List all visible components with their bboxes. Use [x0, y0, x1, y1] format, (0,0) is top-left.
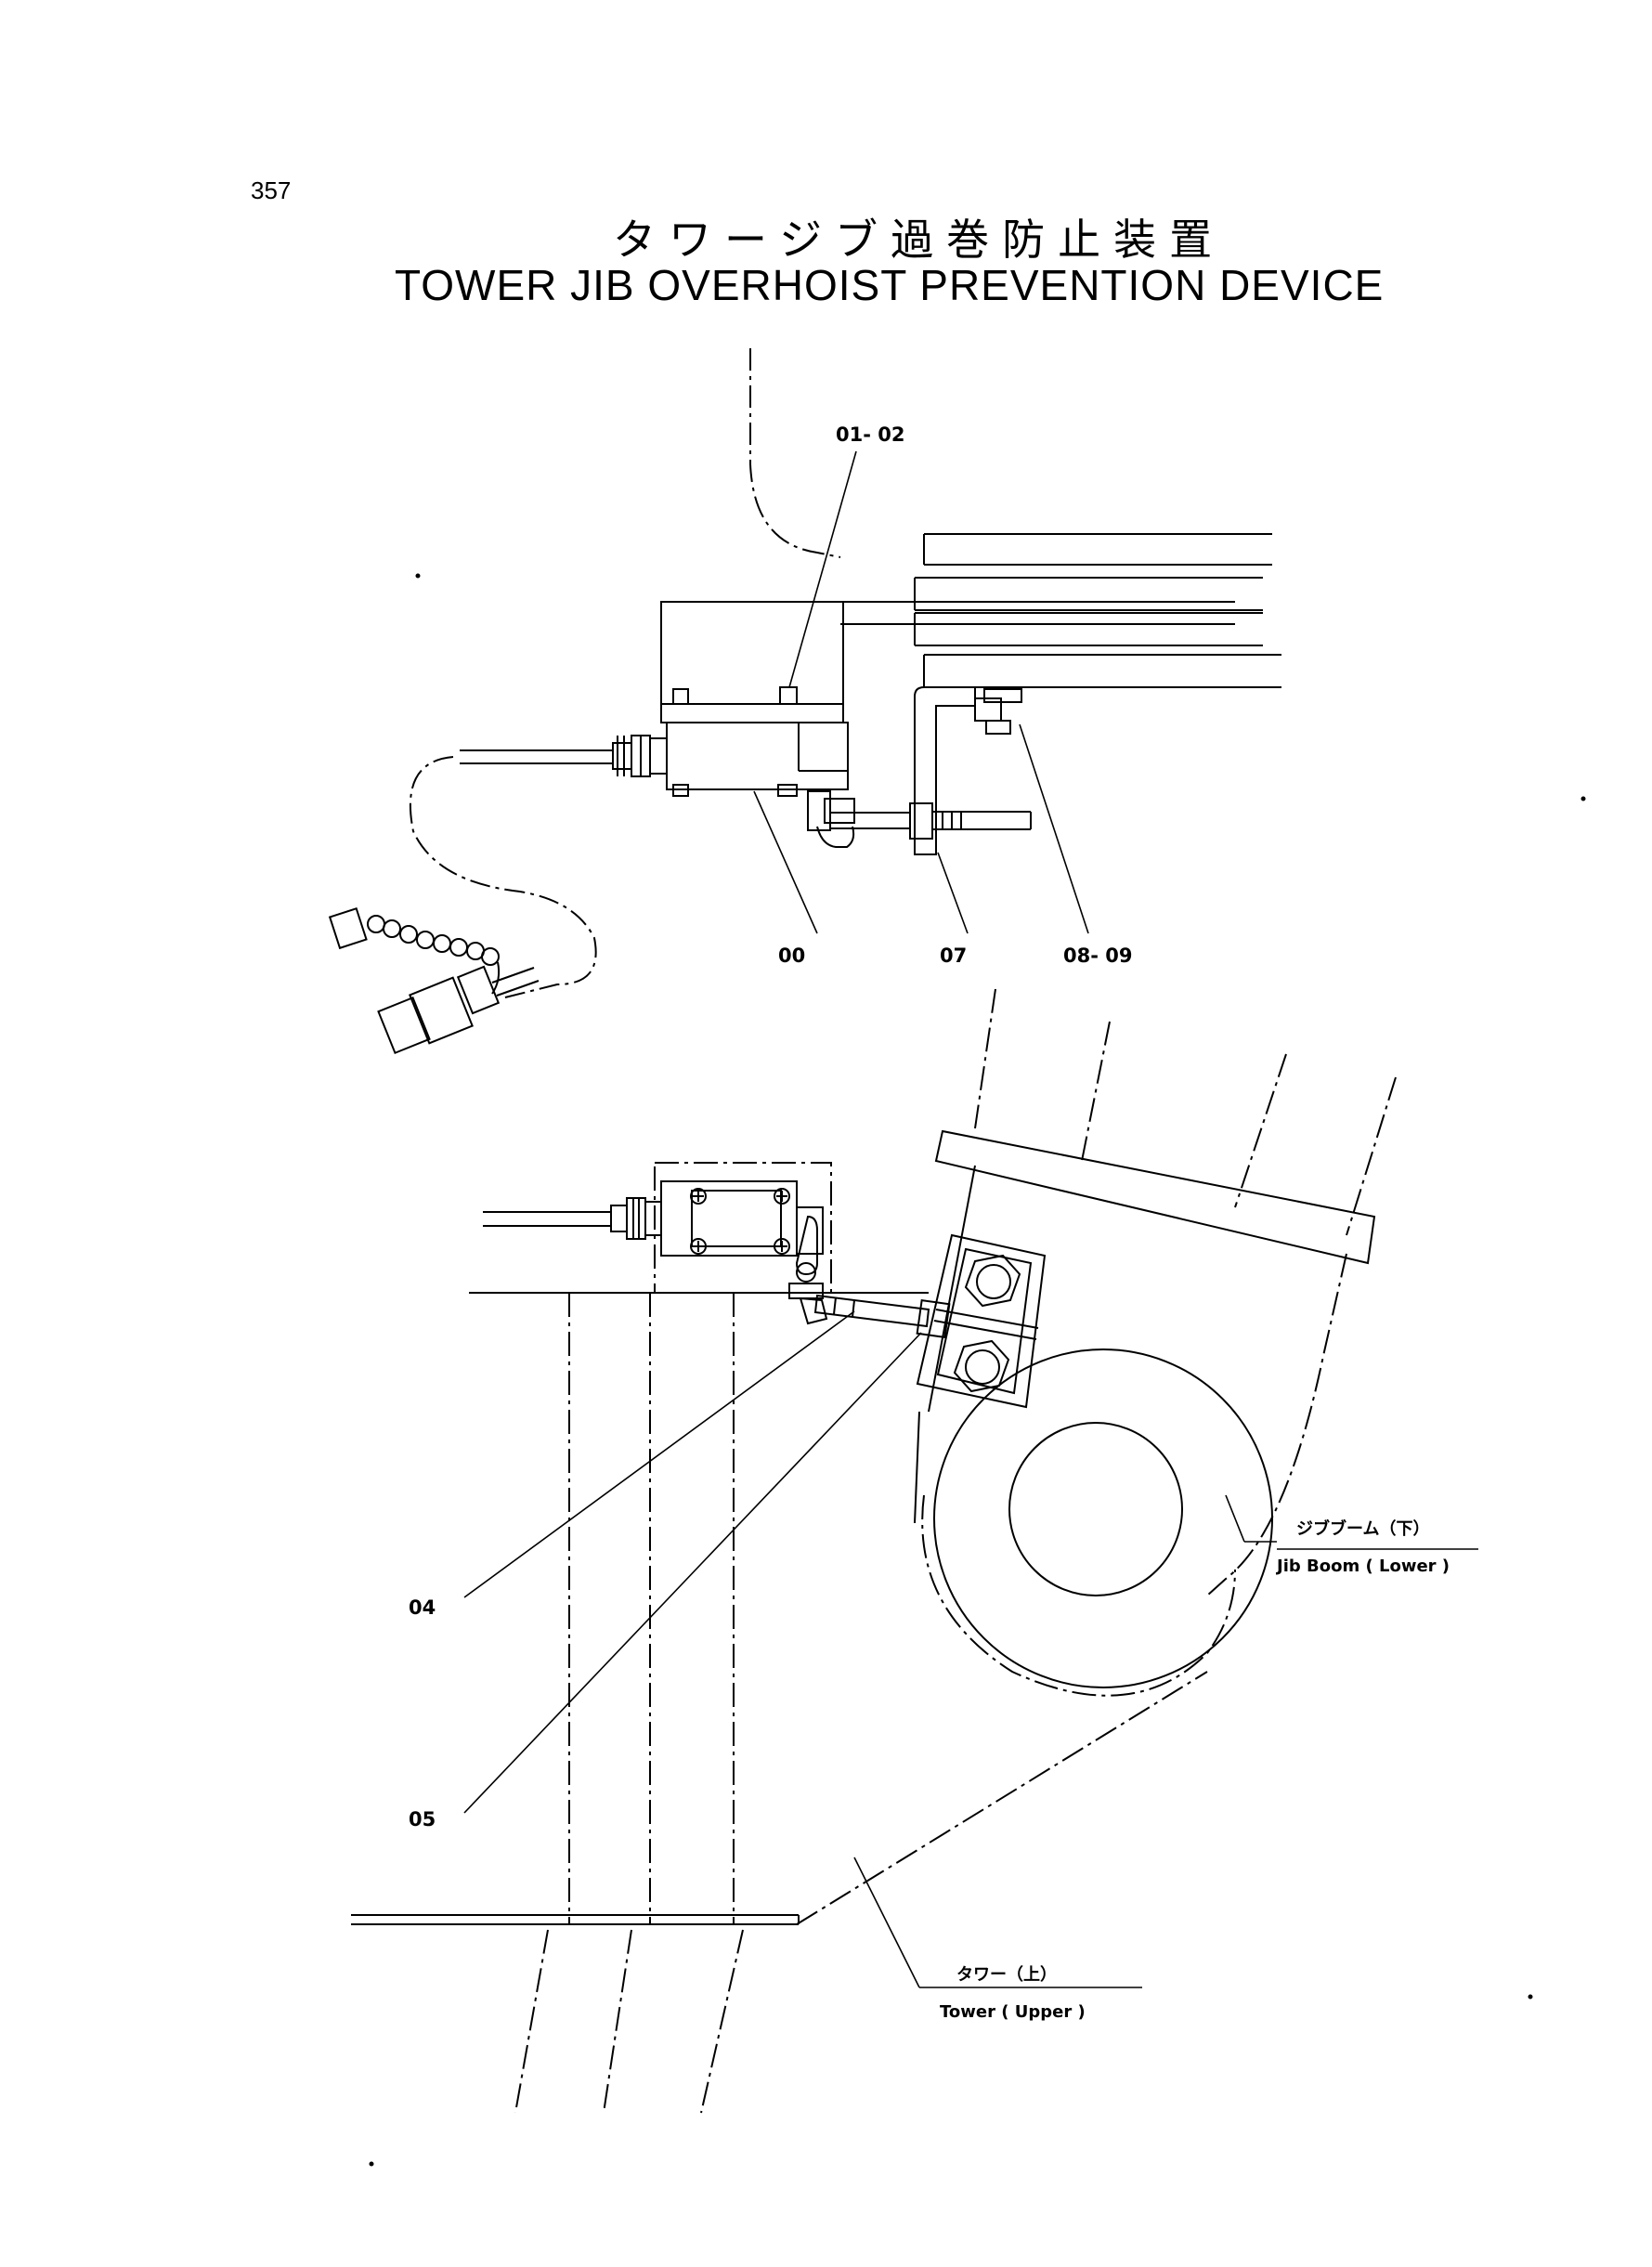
- title-japanese: タワージブ過巻防止装置: [613, 215, 1226, 265]
- callout-05: 05: [409, 1808, 436, 1831]
- tower-diagonal: [796, 1671, 1208, 1925]
- tower-members: [514, 1293, 744, 2114]
- jib-boom-plate: [934, 1129, 1376, 1265]
- l-bracket: [914, 686, 976, 855]
- tower-label-en: Tower ( Upper ): [940, 2002, 1086, 2022]
- adjusting-bolt: [909, 802, 1032, 840]
- connector-plug: [377, 965, 540, 1055]
- bottom-view: [351, 988, 1478, 2114]
- callout-04: 04: [409, 1596, 436, 1619]
- cable-loop: [409, 756, 597, 999]
- jib-boom-label-en: Jib Boom ( Lower ): [1275, 1557, 1450, 1576]
- callout-08-09: 08- 09: [1063, 945, 1132, 967]
- pivot-inner: [1008, 1422, 1183, 1596]
- callout-01-02: 01- 02: [836, 423, 904, 446]
- pivot-outer: [933, 1348, 1273, 1688]
- callout-07: 07: [940, 945, 967, 967]
- bracket-bolts: [916, 1233, 1047, 1409]
- page-number: 357: [251, 176, 292, 204]
- tower-outline-curve: [749, 348, 841, 558]
- leader-lines-top: [753, 450, 1089, 934]
- tower-label-jp: タワー（上）: [956, 1965, 1057, 1985]
- coil-cable: [328, 906, 501, 995]
- top-view: [328, 348, 1281, 1055]
- jib-boom-members: [840, 533, 1281, 688]
- title-english: TOWER JIB OVERHOIST PREVENTION DEVICE: [395, 261, 1385, 309]
- lever-arm: [807, 790, 910, 848]
- lever-lower: [788, 1206, 828, 1325]
- jib-boom-label-jp: ジブブーム（下）: [1296, 1518, 1429, 1539]
- callout-00: 00: [778, 945, 805, 967]
- callout-labels: 01- 02 00 07 08- 09 04 05 ジブブーム（下） Jib B…: [409, 423, 1450, 2022]
- limit-switch-body: [666, 722, 849, 790]
- jib-boom-outline: [974, 988, 1397, 1596]
- switch-housing-lower: [654, 1162, 832, 1294]
- leader-lines-bottom: [463, 1310, 1478, 1988]
